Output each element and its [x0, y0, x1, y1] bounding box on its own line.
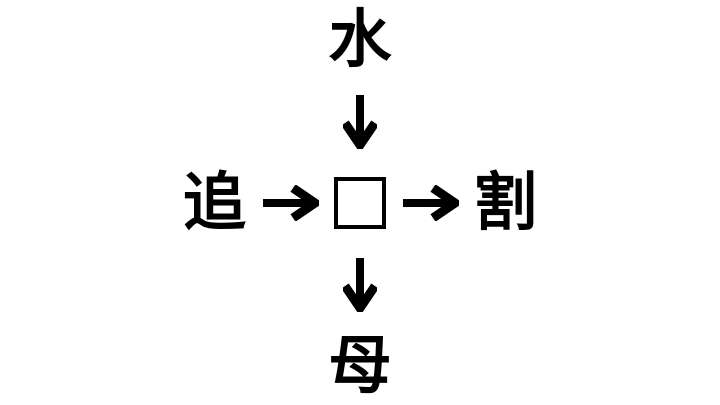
kanji-right: 割	[474, 166, 537, 239]
arrow-right-icon	[263, 184, 319, 221]
arrow-down-icon	[343, 95, 377, 149]
kanji-left: 追	[183, 166, 246, 239]
kanji-top: 水	[328, 3, 392, 76]
kanji-bottom: 母	[328, 329, 392, 402]
puzzle-middle-row: 追 割	[183, 171, 537, 234]
answer-box	[334, 176, 386, 229]
arrow-down-icon	[343, 258, 377, 312]
arrow-right-icon	[403, 184, 459, 221]
